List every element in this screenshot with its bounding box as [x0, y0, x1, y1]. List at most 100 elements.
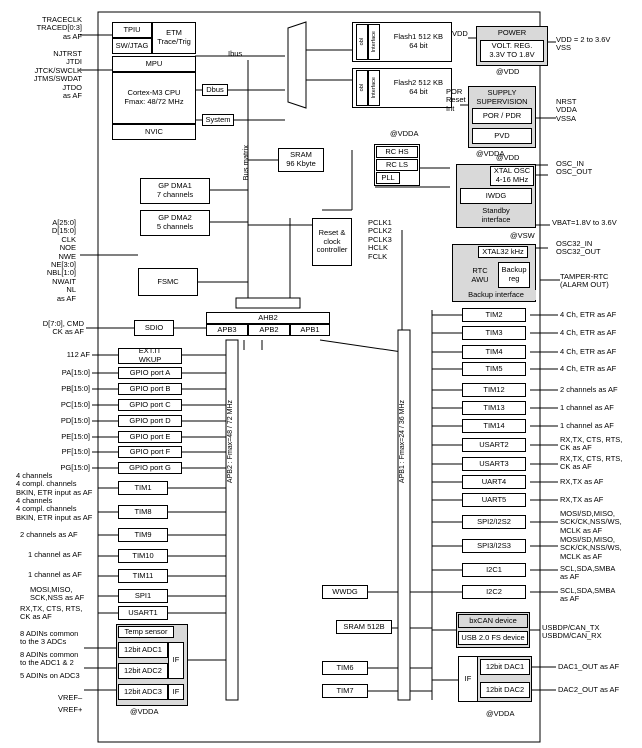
- tim10-signals: 1 channel as AF: [28, 550, 82, 559]
- pll-block: PLL: [376, 172, 400, 184]
- i2c1-block: I2C1: [462, 563, 526, 577]
- apb1-bridge-bar: [397, 329, 411, 701]
- tim8-block: TIM8: [118, 505, 168, 519]
- cpu-fmax: Fmax: 48/72 MHz: [124, 97, 184, 106]
- bus-mux-shape: [287, 21, 307, 109]
- pb-signals: PB[15:0]: [61, 384, 90, 393]
- flash2-obl-interface: obl: [356, 70, 368, 106]
- flash1-interface: Interface: [368, 24, 380, 60]
- rc-ls-block: RC LS: [376, 159, 418, 171]
- sram512-block: SRAM 512B: [336, 620, 392, 634]
- backup-reg-block: Backup reg: [498, 262, 530, 288]
- exti-signals: 112 AF: [66, 350, 90, 359]
- por-pdr-block: POR / PDR: [472, 108, 532, 124]
- flash1-obl-label: obl: [358, 38, 365, 46]
- i2c1-signals: SCL,SDA,SMBA as AF: [560, 564, 616, 582]
- gpio-d-block: GPIO port D: [118, 415, 182, 427]
- tim11-signals: 1 channel as AF: [28, 570, 82, 579]
- pa-signals: PA[15:0]: [61, 368, 90, 377]
- tim4-block: TIM4: [462, 345, 526, 359]
- gpio-c-block: GPIO port C: [118, 399, 182, 411]
- tim14-signals: 1 channel as AF: [560, 421, 614, 430]
- etm-block: ETM Trace/Trig: [152, 22, 196, 54]
- osc-vdd: @VDD: [496, 153, 520, 162]
- pvd-block: PVD: [472, 128, 532, 144]
- sdio-block: SDIO: [134, 320, 174, 336]
- tim12-signals: 2 channels as AF: [560, 385, 618, 394]
- dac-if-block: IF: [458, 656, 478, 702]
- usart1-block: USART1: [118, 606, 168, 620]
- adc2-block: 12bit ADC2: [118, 663, 168, 679]
- apb1-freq-label: APB1 : Fmax=24 / 36 MHz: [399, 400, 406, 484]
- power-range: VDD = 2 to 3.6V VSS: [556, 35, 611, 53]
- osc-pins: OSC_IN OSC_OUT: [556, 159, 593, 177]
- wwdg-block: WWDG: [322, 585, 368, 599]
- gpio-e-block: GPIO port E: [118, 431, 182, 443]
- tim5-signals: 4 Ch, ETR as AF: [560, 364, 617, 373]
- tim10-block: TIM10: [118, 549, 168, 563]
- tim9-block: TIM9: [118, 528, 168, 542]
- tim2-block: TIM2: [462, 308, 526, 322]
- usart1-signals: RX,TX, CTS, RTS, CK as AF: [20, 604, 83, 622]
- tim4-signals: 4 Ch, ETR as AF: [560, 347, 617, 356]
- tim3-block: TIM3: [462, 326, 526, 340]
- pe-signals: PE[15:0]: [61, 432, 90, 441]
- spi1-block: SPI1: [118, 589, 168, 603]
- adc12-signals: 8 ADINs common to the ADC1 & 2: [20, 650, 79, 668]
- rtc-awu-block: RTC AWU: [462, 264, 498, 288]
- adc3-if-block: IF: [168, 684, 184, 700]
- fsmc-block: FSMC: [138, 268, 198, 296]
- power-vdd-at: @VDD: [496, 67, 520, 76]
- dbus-label: Dbus: [202, 84, 228, 96]
- dac2-block: 12bit DAC2: [480, 682, 530, 698]
- tim12-block: TIM12: [462, 383, 526, 397]
- apb2-block: APB2: [248, 324, 290, 336]
- gpio-a-block: GPIO port A: [118, 367, 182, 379]
- usb-can-pins: USBDP/CAN_TX USBDM/CAN_RX: [542, 623, 602, 641]
- tim13-block: TIM13: [462, 401, 526, 415]
- flash2-obl-label: obl: [358, 84, 365, 92]
- flash1-obl-interface: obl: [356, 24, 368, 60]
- apb3-block: APB3: [206, 324, 248, 336]
- sram-block: SRAM 96 Kbyte: [278, 148, 324, 172]
- apb1-block: APB1: [290, 324, 330, 336]
- usb-block: USB 2.0 FS device: [458, 631, 528, 645]
- vbat-label: VBAT=1.8V to 3.6V: [552, 218, 617, 227]
- gpdma1-block: GP DMA1 7 channels: [140, 178, 210, 204]
- tim2-signals: 4 Ch, ETR as AF: [560, 310, 617, 319]
- flash2-interface: Interface: [368, 70, 380, 106]
- backup-interface: Backup interface: [456, 290, 536, 300]
- volt-reg-block: VOLT. REG. 3.3V TO 1.8V: [480, 40, 544, 62]
- tim1-block: TIM1: [118, 481, 168, 495]
- ahb2-block: AHB2: [206, 312, 330, 324]
- pc-signals: PC[15:0]: [60, 400, 90, 409]
- swjtag-block: SW/JTAG: [112, 38, 152, 54]
- osc-vdda: @VDDA: [390, 129, 419, 138]
- bxcan-block: bxCAN device: [458, 614, 528, 628]
- supply-title: SUPPLY SUPERVISION: [476, 88, 528, 106]
- adc3-block: 12bit ADC3: [118, 684, 168, 700]
- spi3-i2s3-block: SPI3/I2S3: [462, 539, 526, 553]
- supply-pins: NRST VDDA VSSA: [556, 97, 577, 123]
- i2c2-block: I2C2: [462, 585, 526, 599]
- usart2-signals: RX,TX, CTS, RTS, CK as AF: [560, 435, 623, 453]
- standby-interface: Standby interface: [460, 205, 532, 226]
- dac2-out: DAC2_OUT as AF: [558, 685, 620, 694]
- dac-vdda: @VDDA: [486, 709, 515, 718]
- jtag-signals: NJTRST JTDI JTCK/SWCLK JTMS/SWDAT JTDO a…: [33, 49, 82, 100]
- uart5-block: UART5: [462, 493, 526, 507]
- tim11-block: TIM11: [118, 569, 168, 583]
- xtal32-block: XTAL32 kHz: [478, 246, 528, 258]
- power-vdd-label: VDD: [452, 29, 468, 38]
- adc-common-signals: 8 ADINs common to the 3 ADCs: [20, 629, 79, 647]
- adc1-block: 12bit ADC1: [118, 642, 168, 658]
- spi2-i2s2-block: SPI2/I2S2: [462, 515, 526, 529]
- xtal-osc-block: XTAL OSC 4-16 MHz: [490, 166, 534, 186]
- tpiu-block: TPIU: [112, 22, 152, 38]
- flash2-interface-label: Interface: [370, 77, 377, 99]
- fsmc-signals: A[25:0] D[15:0] CLK NOE NWE NE[3:0] NBL[…: [46, 218, 76, 303]
- i2c2-signals: SCL,SDA,SMBA as AF: [560, 586, 616, 604]
- adc3-signals: 5 ADINs on ADC3: [20, 671, 80, 680]
- adc-vdda: @VDDA: [130, 707, 159, 716]
- system-bus-label: System: [202, 114, 234, 126]
